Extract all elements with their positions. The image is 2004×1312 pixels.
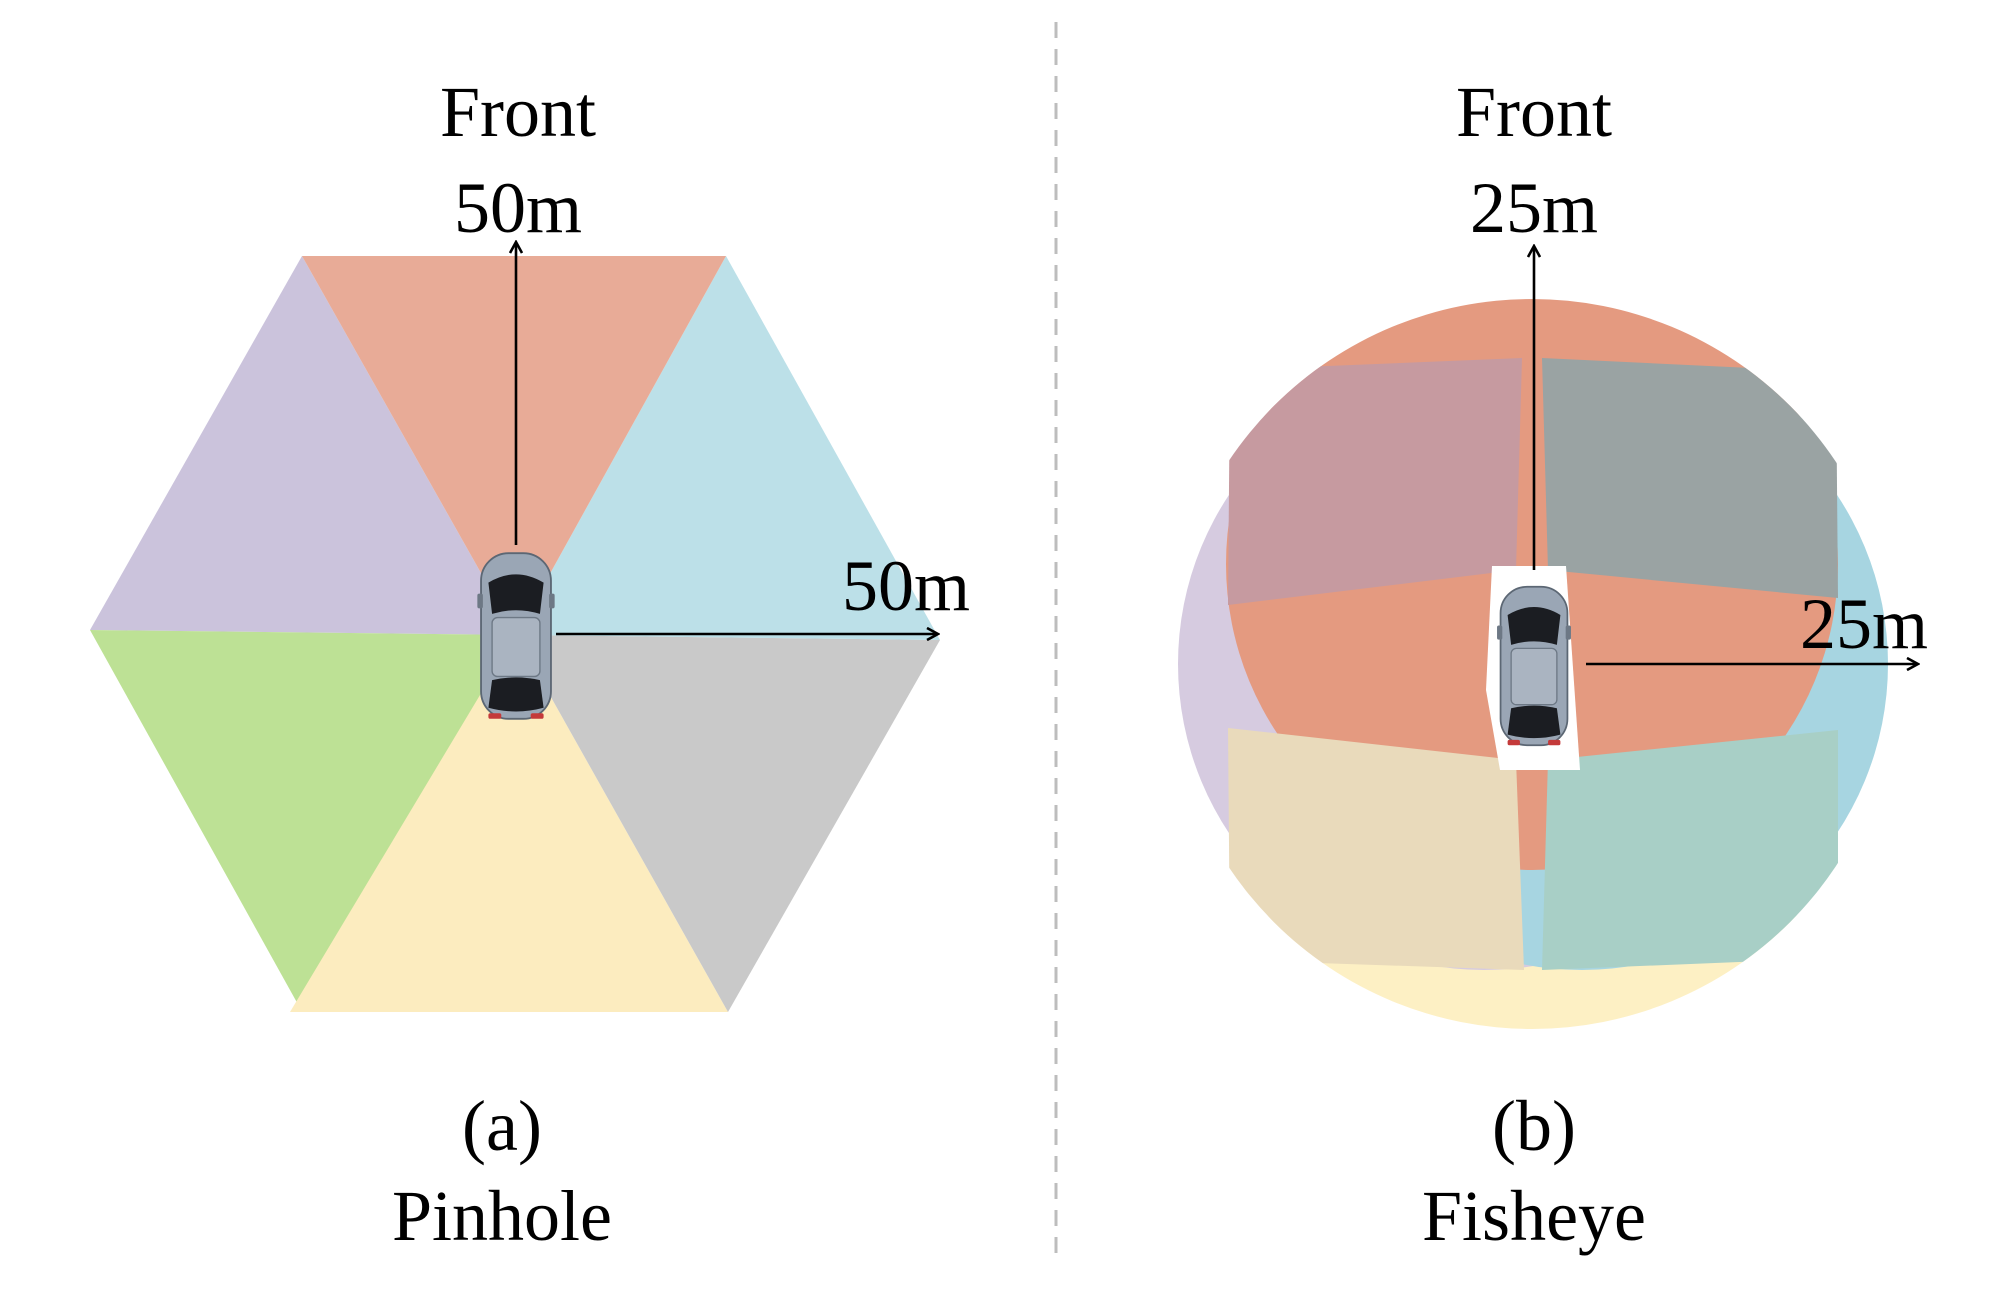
front-label: Front (440, 72, 596, 152)
fisheye-panel: Front 25m 25m (b) Fisheye (1178, 72, 1928, 1256)
caption-letter: (a) (462, 1086, 542, 1166)
car-icon (1496, 585, 1572, 747)
fov-front (302, 256, 726, 635)
side-distance-label: 50m (842, 546, 970, 626)
overlap-rear-right (1542, 730, 1838, 970)
pinhole-panel: Front 50m 50m (a) Pinhole (90, 72, 970, 1256)
fov-rear-right (516, 635, 940, 1012)
caption-name: Fisheye (1422, 1176, 1646, 1256)
caption-letter: (b) (1492, 1086, 1576, 1166)
front-distance-label: 25m (1470, 168, 1598, 248)
car-icon (476, 552, 556, 720)
overlap-front-left (1228, 358, 1522, 605)
fov-rear-left (90, 630, 516, 1008)
front-distance-label: 50m (454, 168, 582, 248)
overlap-rear-left (1228, 728, 1524, 970)
caption-name: Pinhole (392, 1176, 612, 1256)
overlap-front-right (1542, 358, 1838, 598)
fov-front-right (516, 256, 940, 640)
front-label: Front (1456, 72, 1612, 152)
fov-front-left (90, 256, 516, 635)
side-distance-label: 25m (1800, 584, 1928, 664)
fov-rear (290, 635, 728, 1012)
